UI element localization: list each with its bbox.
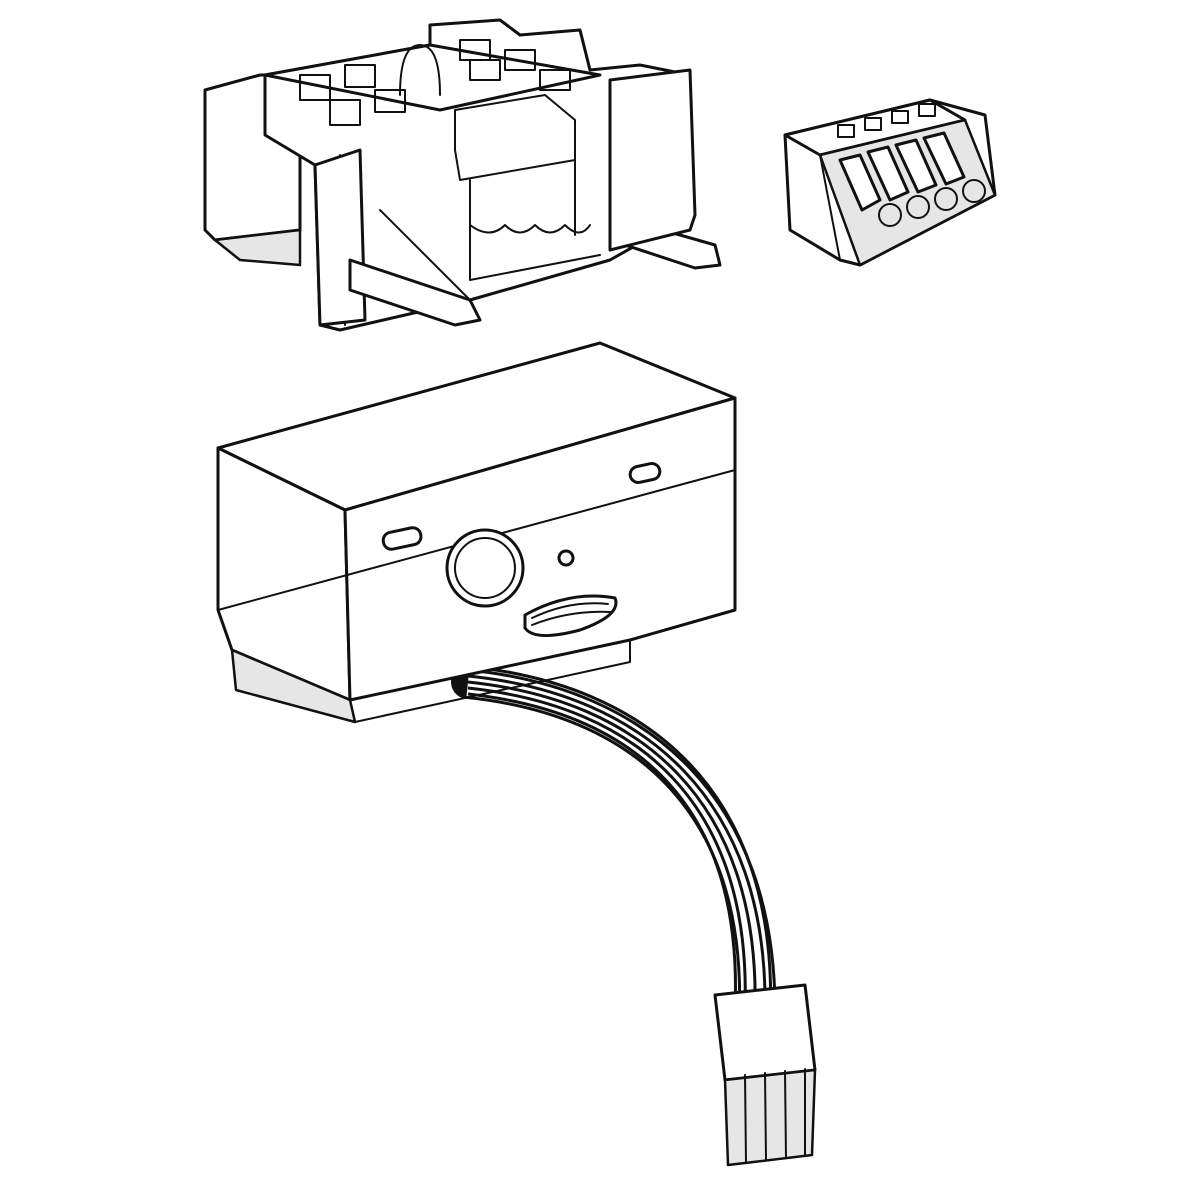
led-icon — [557, 549, 575, 567]
wire-connector — [713, 983, 817, 1167]
sensor-lens-icon — [445, 528, 525, 608]
mounting-bracket — [203, 18, 722, 332]
grille-icon — [523, 594, 618, 637]
terminal-block-connector — [783, 98, 997, 267]
indicator-slot-right — [628, 462, 662, 484]
connection-cable — [451, 665, 817, 1167]
sensor-module — [216, 341, 737, 724]
indicator-slot-left — [381, 526, 423, 551]
